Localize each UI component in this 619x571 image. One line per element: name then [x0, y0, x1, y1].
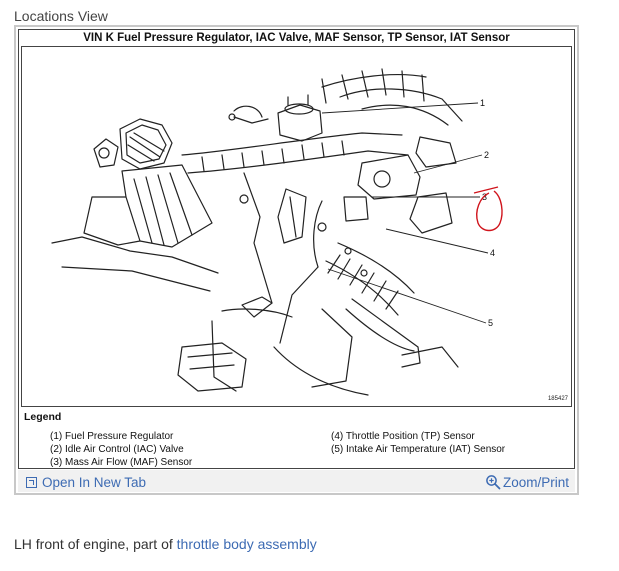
- callout-4: 4: [490, 248, 495, 258]
- action-bar: Open In New Tab Zoom/Print: [18, 470, 575, 492]
- engine-drawing: 1 2 3 4 5: [51, 68, 503, 396]
- legend-item: (3) Mass Air Flow (MAF) Sensor: [50, 457, 193, 468]
- engine-diagram[interactable]: 1 2 3 4 5: [21, 46, 572, 407]
- legend-heading: Legend: [24, 411, 62, 423]
- external-link-icon: [26, 477, 37, 488]
- legend-item: (1) Fuel Pressure Regulator: [50, 431, 174, 442]
- open-in-new-tab-link[interactable]: Open In New Tab: [26, 475, 146, 490]
- callout-1: 1: [480, 98, 485, 108]
- callout-3: 3: [482, 192, 487, 202]
- zoom-print-link[interactable]: Zoom/Print: [485, 474, 569, 490]
- legend-item: (2) Idle Air Control (IAC) Valve: [50, 444, 184, 455]
- locations-frame: VIN K Fuel Pressure Regulator, IAC Valve…: [14, 25, 579, 495]
- legend-item: (4) Throttle Position (TP) Sensor: [331, 431, 475, 442]
- open-in-new-tab-label: Open In New Tab: [42, 475, 147, 490]
- figure-id: 185427: [547, 396, 568, 402]
- zoom-in-icon: [486, 475, 501, 490]
- legend-item: (5) Intake Air Temperature (IAT) Sensor: [331, 444, 506, 455]
- location-caption: LH front of engine, part of throttle bod…: [14, 536, 317, 552]
- caption-text: LH front of engine, part of: [14, 536, 177, 552]
- figure-title: VIN K Fuel Pressure Regulator, IAC Valve…: [83, 32, 510, 44]
- throttle-body-assembly-link[interactable]: throttle body assembly: [176, 536, 317, 552]
- red-annotation-circle: [473, 186, 503, 232]
- zoom-print-label: Zoom/Print: [502, 474, 569, 490]
- view-title: Locations View: [14, 8, 108, 24]
- figure-panel: VIN K Fuel Pressure Regulator, IAC Valve…: [18, 29, 575, 469]
- callout-5: 5: [488, 318, 493, 328]
- callout-2: 2: [484, 150, 489, 160]
